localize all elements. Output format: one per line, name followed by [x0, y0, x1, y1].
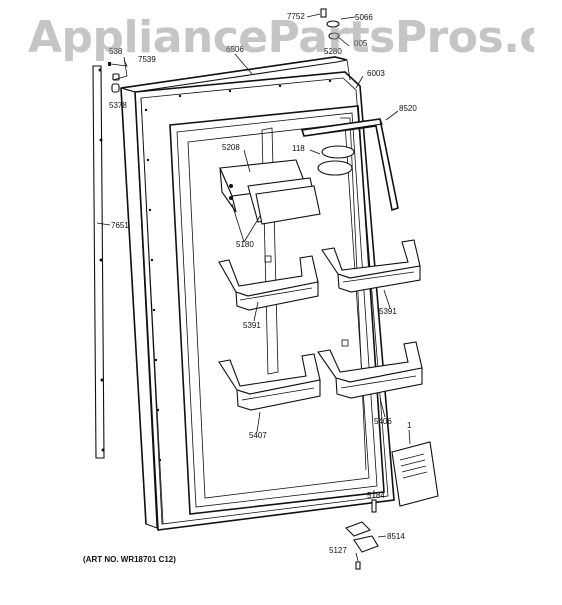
shelf-bin-upper-right [321, 239, 421, 293]
label-005: 005 [354, 39, 368, 48]
label-6003: 6003 [367, 69, 385, 78]
owner-manual [391, 441, 439, 507]
label-5066: 5066 [355, 13, 373, 22]
label-8520: 8520 [399, 104, 417, 113]
label-5184: 5184 [367, 491, 385, 500]
label-7651: 7651 [111, 221, 129, 230]
label-5280: 5280 [324, 47, 342, 56]
shelf-bin-lower-left [218, 353, 321, 411]
label-5127: 5127 [329, 546, 347, 555]
dairy-bar [300, 118, 399, 212]
label-7752: 7752 [287, 12, 305, 21]
label-5180: 5180 [236, 240, 254, 249]
shelf-bin-lower-right [317, 341, 423, 399]
label-5406: 5406 [374, 417, 392, 426]
outer-door-panel [120, 56, 351, 529]
leader-lines [96, 13, 411, 562]
door-liner [169, 105, 385, 515]
label-1: 1 [407, 421, 412, 430]
top-hardware [320, 8, 340, 40]
badge [317, 145, 355, 176]
label-5391-right: 5391 [379, 307, 397, 316]
hinge-hardware [108, 62, 120, 93]
label-8514: 8514 [387, 532, 405, 541]
label-5378: 5378 [109, 101, 127, 110]
dairy-compartment [219, 159, 321, 225]
label-118: 118 [292, 144, 305, 153]
shelf-bin-upper-left [218, 255, 319, 311]
door-trim-strip [92, 65, 105, 459]
label-5391-left: 5391 [243, 321, 261, 330]
label-5407: 5407 [249, 431, 267, 440]
art-number: (ART NO. WR18701 C12) [83, 555, 176, 564]
label-538: 538 [109, 47, 123, 56]
part-number-labels: 7752 5066 005 538 7539 6506 5280 5378 60… [83, 12, 417, 564]
label-6506: 6506 [226, 45, 244, 54]
door-gasket [134, 71, 395, 531]
label-5208: 5208 [222, 143, 240, 152]
label-7539: 7539 [138, 55, 156, 64]
handle-hardware [345, 499, 379, 570]
